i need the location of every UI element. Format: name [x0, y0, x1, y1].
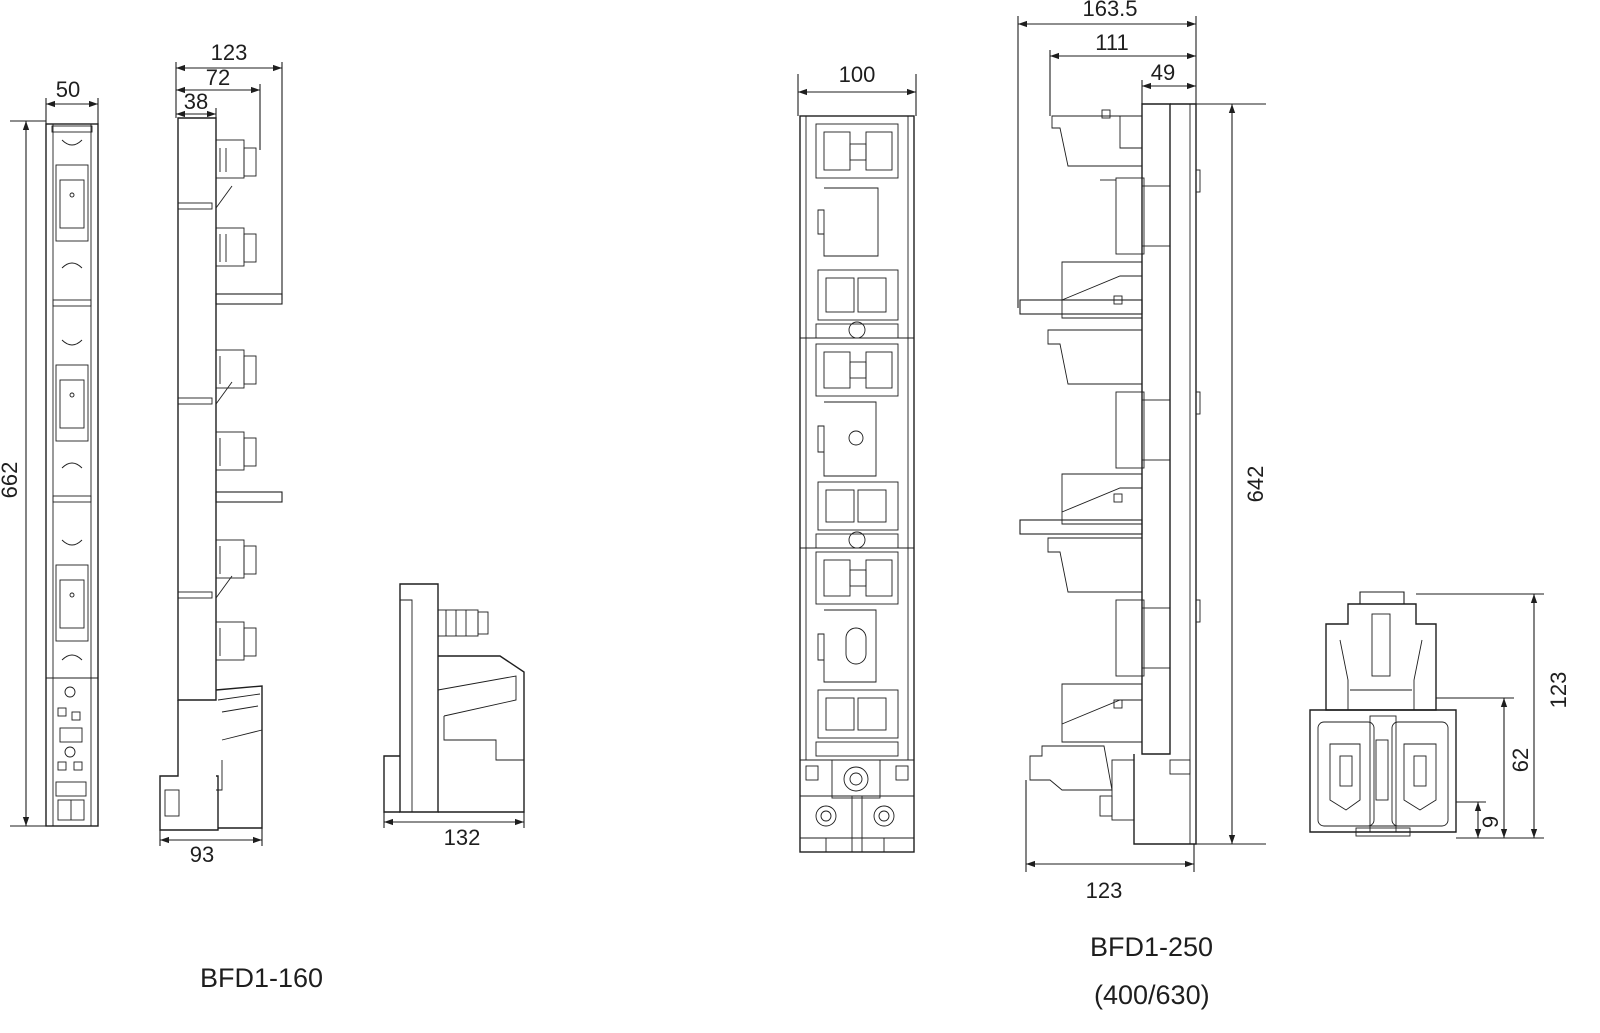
dim-bfd250-end-height: 123	[1546, 672, 1571, 709]
dim-bfd160-base-depth: 93	[190, 842, 214, 867]
dim-bfd250-end-62: 62	[1508, 748, 1533, 772]
dim-bfd250-end-9: 9	[1478, 816, 1503, 828]
bfd160-base-view	[383, 583, 525, 813]
bfd250-end-view	[1309, 591, 1457, 837]
dim-bfd250-depth-111: 111	[1095, 30, 1128, 55]
bfd250-front-dimensions: 100	[797, 62, 917, 116]
dim-bfd160-base-132: 132	[444, 825, 481, 850]
dim-bfd250-base-depth: 123	[1086, 878, 1123, 903]
dim-bfd160-depth-72: 72	[206, 65, 230, 90]
dim-bfd160-depth-38: 38	[184, 89, 208, 114]
bfd160-side-dimensions: 123 72 38 93	[159, 40, 283, 867]
bfd250-front-view	[799, 115, 915, 853]
model-sublabel-bfd250: (400/630)	[1094, 980, 1210, 1010]
dim-bfd250-total-depth: 163.5	[1082, 0, 1137, 21]
bfd250-side-view	[1019, 103, 1201, 845]
dim-bfd250-width: 100	[839, 62, 876, 87]
bfd160-side-view	[159, 117, 283, 831]
bfd160-front-dimensions: 50 662	[0, 77, 99, 827]
dim-bfd160-total-depth: 123	[211, 40, 248, 65]
dim-bfd160-width: 50	[56, 77, 80, 102]
bfd250-side-dimensions: 163.5 111 49 642 123	[1017, 0, 1268, 903]
dim-bfd250-depth-49: 49	[1151, 60, 1175, 85]
bfd250-end-dimensions: 123 62 9	[1416, 593, 1571, 839]
model-label-bfd160: BFD1-160	[200, 963, 323, 993]
bfd160-front-view	[45, 123, 99, 827]
bfd160-base-dimensions: 132	[383, 812, 525, 850]
dim-bfd250-height: 642	[1243, 466, 1268, 503]
dim-bfd160-height: 662	[0, 462, 22, 499]
model-label-bfd250: BFD1-250	[1090, 932, 1213, 962]
